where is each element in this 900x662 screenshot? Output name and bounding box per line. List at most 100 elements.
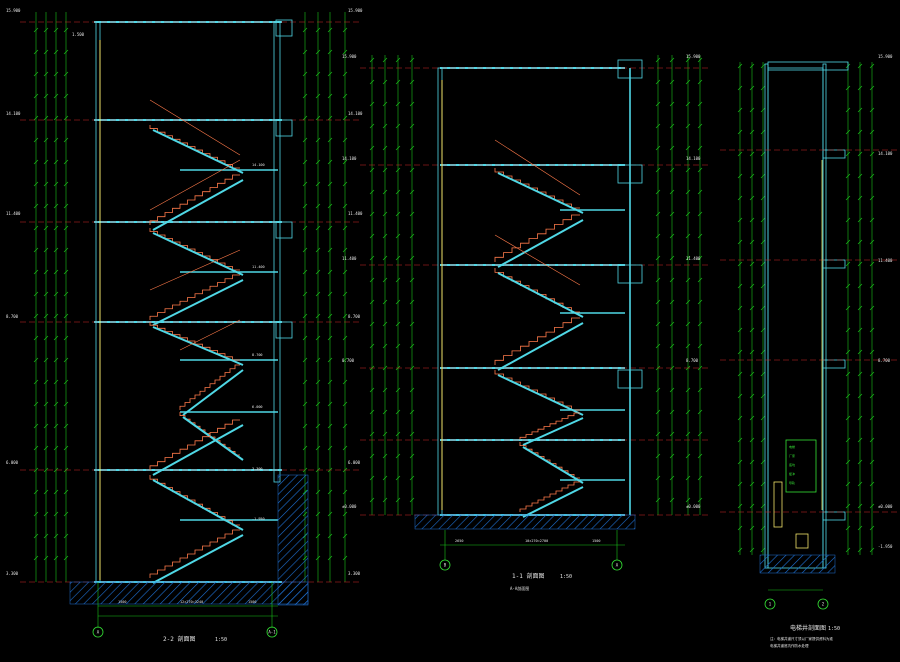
dim-tick: [53, 291, 59, 297]
mid-dim-tick: [697, 79, 703, 85]
mid-right-elev-4: ±0.000: [686, 504, 701, 509]
rt-dim-tick: [845, 151, 851, 157]
mid-dim-tick: [685, 211, 691, 217]
mid-dim-tick: [669, 409, 675, 415]
dim-tick: [315, 203, 321, 209]
mid-stair-flight-6: [519, 442, 580, 479]
dim-tick: [315, 555, 321, 561]
mid-dim-tick: [382, 57, 388, 63]
dim-tick: [315, 445, 321, 451]
rt-dim-tick: [760, 151, 766, 157]
mid-dim-tick: [395, 167, 401, 173]
dim-tick: [63, 313, 69, 319]
right-elev-1: 14.100: [348, 111, 363, 116]
mid-dim-tick: [655, 233, 661, 239]
dim-tick: [33, 445, 39, 451]
mid-dim-tick: [697, 277, 703, 283]
rt-dim-tick: [869, 85, 875, 91]
rt-dim-tick: [749, 305, 755, 311]
dim-tick: [302, 357, 308, 363]
mid-dim-tick: [685, 409, 691, 415]
dim-tick: [33, 357, 39, 363]
rt-dim-tick: [760, 349, 766, 355]
rt-dim-tick: [749, 481, 755, 487]
mid-stair-flight-0-slab: [497, 172, 584, 214]
dim-tick: [315, 225, 321, 231]
rt-dim-tick: [869, 151, 875, 157]
rt-dim-tick: [749, 195, 755, 201]
dim-tick: [342, 269, 348, 275]
mid-dim-tick: [369, 211, 375, 217]
mid-dim-tick: [697, 255, 703, 261]
dim-tick: [315, 115, 321, 121]
middle-subtitle: A-A剖面图: [510, 585, 529, 591]
mid-dim-tick: [409, 233, 415, 239]
mid-dim-tick: [409, 79, 415, 85]
dim-tick: [33, 313, 39, 319]
mid-dim-tick: [409, 101, 415, 107]
dim-tick: [33, 93, 39, 99]
mid-dim-tick: [369, 299, 375, 305]
rt-dim-tick: [869, 393, 875, 399]
mid-dim-tick: [409, 145, 415, 151]
left-stair-flight-4-slab: [152, 326, 244, 366]
mid-dim-tick: [369, 497, 375, 503]
shaft-left-wall: [764, 63, 769, 569]
mid-dim-tick: [369, 255, 375, 261]
rt-dim-tick: [760, 327, 766, 333]
dim-tick: [302, 203, 308, 209]
shaft-legend-item-2: 底坑: [789, 462, 795, 467]
rt-dim-tick: [737, 547, 743, 553]
mid-left-elev-4: ±0.000: [342, 504, 357, 509]
rt-dim-tick: [760, 239, 766, 245]
mid-dim-tick: [669, 431, 675, 437]
rt-dim-tick: [737, 327, 743, 333]
dim-tick: [302, 137, 308, 143]
rt-dim-tick: [869, 547, 875, 553]
left-stair-flight-0-slab: [152, 129, 244, 174]
mid-dim-tick: [382, 475, 388, 481]
rt-dim-tick: [737, 283, 743, 289]
mid-dim-tick: [669, 475, 675, 481]
mid-foundation-hatch: [414, 514, 636, 530]
dim-tick: [342, 247, 348, 253]
left-grid-bubble-a1-circle: [266, 626, 278, 638]
dim-tick: [63, 247, 69, 253]
mid-dim-tick: [655, 277, 661, 283]
dim-tick: [315, 489, 321, 495]
dim-tick: [315, 511, 321, 517]
mid-dim-tick: [697, 497, 703, 503]
rt-dim-tick: [845, 481, 851, 487]
mid-dim-tick: [685, 57, 691, 63]
dim-tick: [63, 225, 69, 231]
rt-dim-tick: [737, 63, 743, 69]
rt-dim-tick: [857, 129, 863, 135]
shaft-legend-item-0: 电梯: [789, 444, 795, 449]
dim-tick: [33, 137, 39, 143]
dim-tick: [315, 71, 321, 77]
mid-dim-tick: [409, 211, 415, 217]
rt-dim-tick: [737, 195, 743, 201]
mid-dim-tick: [669, 277, 675, 283]
dim-tick: [327, 313, 333, 319]
dim-tick: [327, 115, 333, 121]
rt-dim-tick: [760, 437, 766, 443]
mid-dim-tick: [669, 233, 675, 239]
mid-stair-flight-3-slab: [497, 322, 584, 371]
mid-dim-tick: [382, 233, 388, 239]
rt-dim-tick: [749, 437, 755, 443]
rt-dim-tick: [857, 415, 863, 421]
rt-dim-tick: [845, 371, 851, 377]
dim-tick: [43, 247, 49, 253]
left-handrail-2: [149, 249, 241, 291]
dim-tick: [33, 225, 39, 231]
mid-dim-tick: [669, 343, 675, 349]
dim-tick: [33, 467, 39, 473]
dim-tick: [33, 555, 39, 561]
mid-dim-tick: [382, 365, 388, 371]
mid-dim-tick: [669, 189, 675, 195]
dim-tick: [53, 423, 59, 429]
rt-dim-tick: [749, 283, 755, 289]
dim-tick: [43, 93, 49, 99]
